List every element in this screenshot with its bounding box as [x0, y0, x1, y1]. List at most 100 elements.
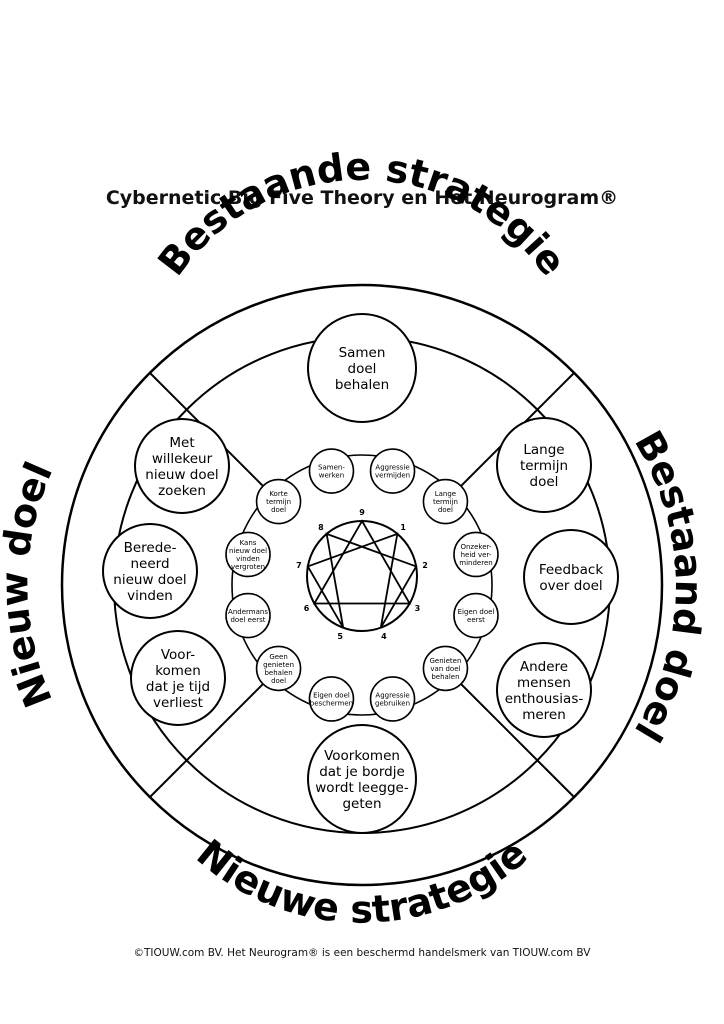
divider-line — [149, 676, 271, 798]
outer-bubble-label: geten — [342, 796, 381, 812]
outer-bubble-circle — [102, 523, 198, 619]
inner-ring — [231, 454, 493, 716]
outer-bubble-label: nieuw doel — [145, 467, 218, 483]
inner-bubble: Onzeker-heid ver-minderen — [453, 531, 499, 578]
outer-bubble-label: Feedback — [539, 562, 603, 578]
quadrant-label-bottom: Nieuwe strategie — [189, 831, 535, 932]
enneagram-number: 8 — [318, 523, 324, 532]
enneagram-hexad — [306, 532, 418, 629]
inner-bubble-label: Eigen doel — [458, 608, 495, 616]
inner-bubble-label: eerst — [467, 616, 485, 624]
enneagram-number: 1 — [400, 523, 406, 532]
outer-bubble-label: Met — [169, 435, 194, 451]
inner-circles: Samen-werkenAggressievermijdenLangetermi… — [225, 448, 499, 722]
outer-bubble-label: zoeken — [158, 483, 206, 499]
outer-bubble-label: Berede- — [124, 540, 177, 556]
enneagram-circle — [306, 520, 418, 632]
inner-bubble-label: doel — [271, 677, 286, 685]
enneagram-triangle — [312, 519, 412, 605]
inner-bubble-label: Genieten — [429, 657, 461, 665]
outer-bubble-circle — [307, 724, 417, 834]
outer-bubble-label: wordt leegge- — [315, 780, 409, 796]
outer-bubble-label: enthousias- — [505, 691, 584, 707]
divider-line — [453, 676, 575, 798]
inner-bubble-label: nieuw doel — [229, 547, 267, 555]
outer-ring — [60, 283, 664, 887]
inner-bubble-label: behalen — [264, 669, 292, 677]
enneagram-number: 5 — [337, 632, 343, 641]
outer-circles: SamendoelbehalenLangetermijndoelFeedback… — [102, 313, 619, 834]
inner-bubble-label: Samen- — [318, 464, 345, 472]
outer-bubble-circle — [130, 630, 226, 726]
inner-bubble-label: Aggressie — [375, 691, 409, 699]
inner-bubble-label: Lange — [435, 490, 456, 498]
inner-bubble-circle — [422, 645, 469, 692]
inner-bubble-circle — [255, 645, 302, 692]
inner-bubble-label: Aggressie — [375, 464, 409, 472]
quadrant-label-top: Bestaande strategie — [149, 145, 574, 284]
inner-bubble-label: heid ver- — [461, 551, 492, 559]
outer-bubble-label: Andere — [520, 659, 568, 675]
inner-bubble-circle — [453, 531, 499, 578]
outer-bubble-circle — [523, 529, 619, 625]
outer-bubble-label: Voorkomen — [324, 748, 400, 764]
outer-bubble-label: mensen — [517, 675, 571, 691]
outer-bubble-label: nieuw doel — [113, 572, 186, 588]
inner-bubble-circle — [422, 478, 469, 525]
inner-bubble-label: doel — [438, 506, 453, 514]
inner-bubble-label: vermijden — [375, 472, 410, 480]
inner-bubble-label: Andermans — [228, 608, 268, 616]
inner-bubble-circle — [453, 592, 499, 639]
inner-bubble-circle — [369, 448, 416, 494]
page-title: Cybernetic Big Five Theory en Het Neurog… — [105, 187, 619, 209]
inner-bubble-label: Geen — [269, 653, 287, 661]
outer-bubble-circle — [496, 642, 592, 738]
outer-bubble-label: dat je tijd — [146, 679, 210, 695]
outer-bubble-circle — [134, 418, 230, 514]
inner-bubble-label: termijn — [433, 498, 458, 506]
outer-bubble-label: Voor- — [161, 647, 195, 663]
outer-bubble-label: doel — [530, 474, 559, 490]
enneagram-number: 4 — [381, 632, 387, 641]
outer-bubble-circle — [496, 417, 592, 513]
inner-bubble-label: doel — [271, 506, 286, 514]
outer-bubble-circle — [307, 313, 417, 423]
inner-bubble-circle — [369, 676, 416, 722]
outer-bubble-label: Lange — [523, 442, 564, 458]
inner-bubble-label: minderen — [459, 559, 492, 567]
enneagram-number: 9 — [359, 508, 365, 517]
inner-bubble-label: Onzeker- — [460, 543, 491, 551]
inner-bubble-label: genieten — [263, 661, 294, 669]
quadrant-label-left: Nieuw doel — [0, 456, 61, 714]
inner-bubble-label: vinden — [236, 555, 260, 563]
inner-bubble-label: vergroten — [231, 563, 265, 571]
outer-bubble-label: over doel — [539, 578, 602, 594]
outer-bubble-label: dat je bordje — [319, 764, 405, 780]
inner-bubble-label: Eigen doel — [313, 691, 350, 699]
outer-bubble-label: vinden — [127, 588, 173, 604]
inner-bubble-label: termijn — [266, 498, 291, 506]
inner-bubble-label: beschermen — [310, 699, 353, 707]
inner-bubble-label: behalen — [431, 673, 459, 681]
inner-bubble: Samen-werken — [308, 448, 355, 494]
outer-bubble-label: doel — [348, 361, 377, 377]
enneagram-number: 6 — [304, 604, 310, 613]
outer-bubble-label: termijn — [520, 458, 568, 474]
outer-bubble-label: willekeur — [152, 451, 213, 467]
